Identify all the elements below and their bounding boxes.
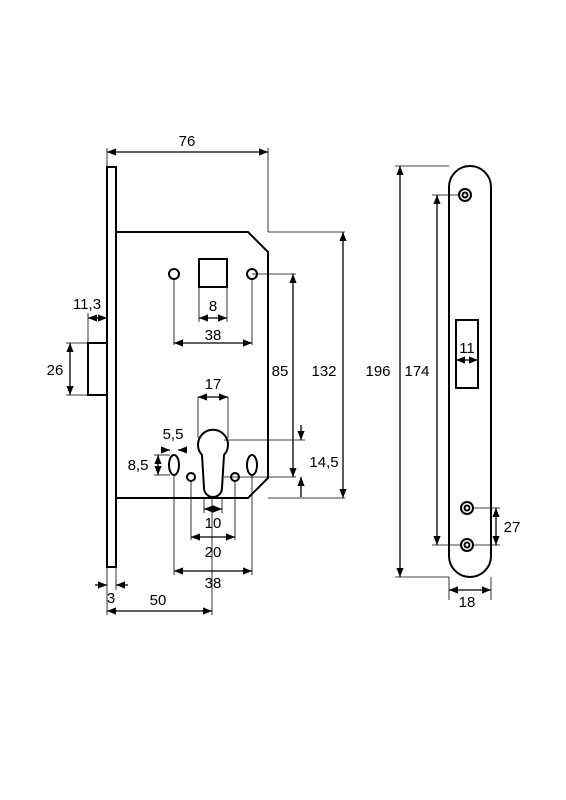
label-11: 11 (459, 340, 475, 357)
label-38-top: 38 (205, 327, 222, 344)
cylinder-left-slot (168, 454, 180, 476)
label-85: 85 (272, 363, 289, 380)
cylinder-right-slot (246, 454, 258, 476)
label-5-5: 5,5 (163, 426, 184, 443)
label-14-5: 14,5 (309, 454, 338, 471)
label-20: 20 (205, 544, 222, 561)
faceplate-screw-1 (460, 501, 474, 515)
lock-body-view (66, 148, 347, 615)
faceplate-top-screw (458, 188, 472, 202)
label-17: 17 (205, 376, 222, 393)
faceplate-screw-2 (460, 538, 474, 552)
label-27: 27 (504, 519, 521, 536)
label-38-bottom: 38 (205, 575, 222, 592)
label-11-3: 11,3 (73, 296, 101, 313)
label-132: 132 (311, 363, 336, 380)
latch-bolt (87, 342, 108, 396)
label-3: 3 (107, 590, 115, 607)
faceplate (106, 166, 117, 568)
faceplate-outline (448, 165, 492, 578)
lock-case (116, 231, 269, 499)
latch-slot (455, 319, 479, 389)
label-174: 174 (404, 363, 429, 380)
faceplate-front-view (395, 165, 500, 600)
dimension-labels: 76 8 38 11,3 26 85 132 17 5,5 8,5 14,5 1… (47, 133, 521, 611)
label-26: 26 (47, 362, 64, 379)
spindle-left-hole (168, 268, 180, 280)
label-10: 10 (205, 515, 222, 532)
label-8-5: 8,5 (128, 457, 149, 474)
label-8: 8 (209, 298, 217, 315)
label-196: 196 (365, 363, 390, 380)
cylinder-left-hole (186, 472, 196, 482)
label-76: 76 (179, 133, 196, 150)
spindle-square (198, 258, 228, 288)
cylinder-cutout (197, 428, 229, 498)
label-18: 18 (459, 594, 476, 611)
label-50: 50 (150, 592, 167, 609)
